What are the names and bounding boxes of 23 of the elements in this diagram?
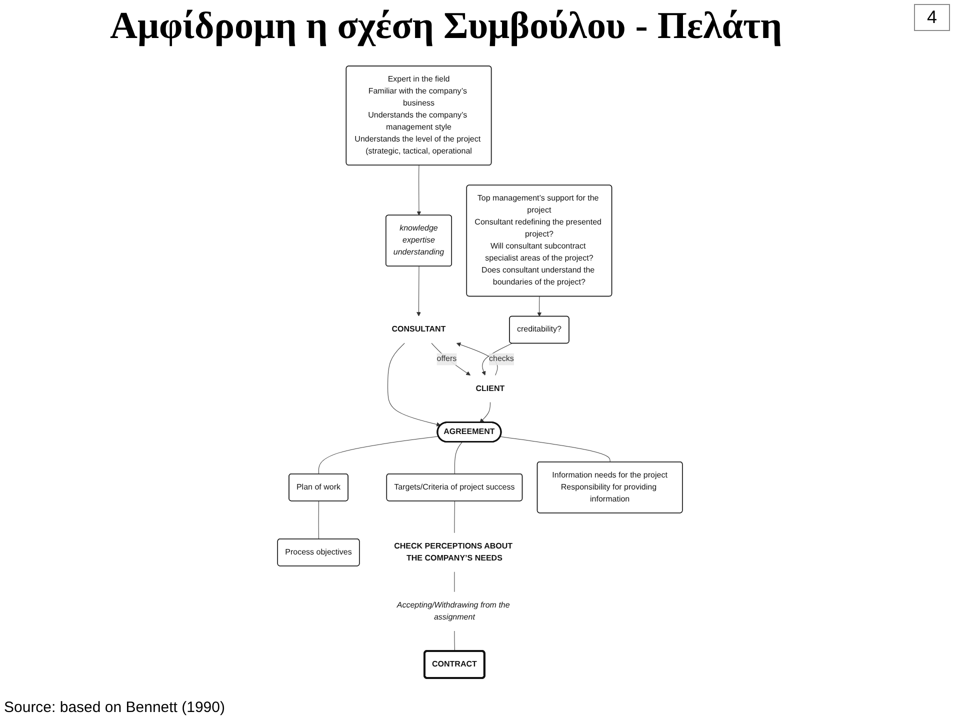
connector: [500, 436, 610, 462]
node-text: Accepting/Withdrawing from the assignment: [396, 600, 510, 622]
arrow: [416, 266, 421, 316]
connector: [454, 572, 455, 592]
connector: [318, 500, 319, 540]
arrow: [482, 343, 512, 376]
source-note: Source: based on Bennett (1990): [4, 699, 225, 716]
node-text: CLIENT: [476, 384, 505, 393]
edge-label: checks: [488, 354, 514, 364]
connector: [454, 442, 462, 474]
slide-title: Αμφίδρομη η σχέση Συμβούλου - Πελάτη: [110, 4, 782, 48]
connector: [454, 630, 455, 652]
arrow: [480, 402, 490, 423]
node-text: CONSULTANT: [392, 325, 446, 334]
arrow: [388, 342, 441, 426]
node-text: CHECK PERCEPTIONS ABOUT THE COMPANY’S NEEDS: [394, 542, 513, 562]
page-number: 4: [914, 4, 950, 31]
edge-label: offers: [436, 354, 457, 364]
connector: [318, 436, 439, 474]
arrow: [431, 342, 470, 376]
connector: [454, 500, 455, 534]
arrow: [416, 165, 422, 216]
arrow: [537, 296, 542, 317]
